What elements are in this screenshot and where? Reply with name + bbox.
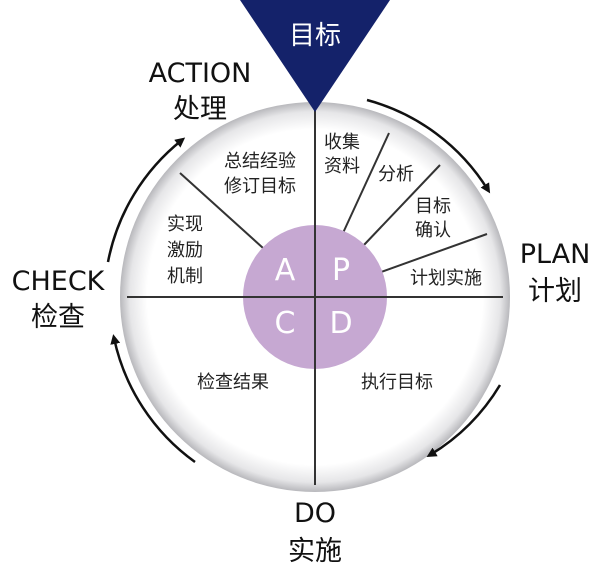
segment-plan-impl: 计划实施	[410, 268, 482, 289]
segment-confirm-2: 确认	[415, 220, 451, 241]
arrow-to-action	[106, 137, 186, 263]
segment-line	[342, 132, 390, 234]
do-en: DO	[294, 498, 336, 529]
arrow-to-check	[110, 334, 196, 464]
goal-triangle	[240, 0, 390, 112]
quadrant-d: D	[329, 306, 352, 341]
segment-analyze: 分析	[378, 164, 414, 185]
segment-summary-2: 修订目标	[224, 176, 296, 197]
do-zh: 实施	[288, 536, 342, 567]
segment-incentive-2: 激励	[167, 240, 203, 261]
segment-line	[380, 233, 488, 273]
arrow-to-plan	[366, 98, 491, 194]
segment-collect-1: 收集	[324, 132, 360, 153]
check-zh: 检查	[31, 302, 85, 333]
quadrant-a: A	[275, 253, 296, 288]
plan-en: PLAN	[520, 239, 591, 270]
segment-check-result: 检查结果	[197, 372, 269, 393]
plan-zh: 计划	[528, 276, 582, 307]
segment-line	[179, 172, 264, 249]
segment-incentive-3: 机制	[167, 266, 203, 287]
action-en: ACTION	[149, 58, 252, 89]
segment-line	[362, 164, 441, 247]
goal-label: 目标	[289, 21, 341, 51]
quadrant-c: C	[275, 306, 296, 341]
action-zh: 处理	[173, 94, 227, 125]
segment-execute: 执行目标	[361, 372, 433, 393]
segment-incentive-1: 实现	[167, 214, 203, 235]
segment-summary-1: 总结经验	[224, 151, 296, 172]
check-en: CHECK	[12, 266, 106, 297]
cycle-arrows	[106, 98, 502, 464]
quadrant-p: P	[332, 253, 350, 288]
arrow-to-do	[426, 384, 502, 458]
segment-confirm-1: 目标	[415, 196, 451, 217]
segment-collect-2: 资料	[324, 156, 360, 177]
